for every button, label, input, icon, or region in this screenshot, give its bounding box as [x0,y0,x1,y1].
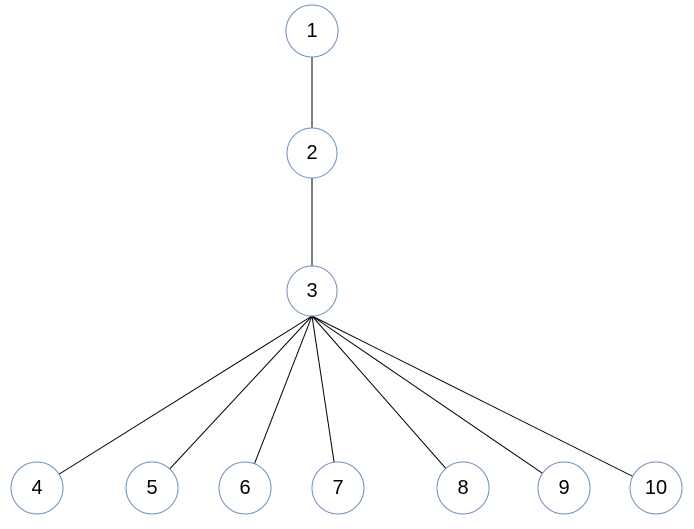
node-1[interactable]: 1 [285,4,339,58]
node-circle-6[interactable] [218,461,272,515]
node-label-9: 9 [558,477,569,499]
edge-3-5 [151,315,313,489]
node-label-3: 3 [306,280,317,302]
node-10[interactable]: 10 [629,461,683,515]
node-label-6: 6 [239,477,250,499]
edge-3-6 [244,315,313,489]
node-label-7: 7 [332,477,343,499]
node-layer: 1 2 3 4 5 6 7 8 9 10 [10,4,683,515]
node-circle-1[interactable] [285,4,339,58]
node-circle-2[interactable] [286,127,338,179]
edge-3-8 [311,315,464,489]
node-label-10: 10 [645,477,667,499]
node-circle-3[interactable] [286,265,338,317]
node-4[interactable]: 4 [10,461,64,515]
edge-3-4 [36,315,313,489]
node-circle-8[interactable] [436,461,490,515]
edge-3-10 [311,315,657,489]
node-circle-4[interactable] [10,461,64,515]
node-circle-5[interactable] [125,461,179,515]
edge-3-7 [311,315,339,489]
node-label-5: 5 [146,477,157,499]
edge-3-9 [311,315,565,489]
node-2[interactable]: 2 [286,127,338,179]
node-label-4: 4 [31,477,42,499]
node-circle-9[interactable] [537,461,591,515]
node-circle-7[interactable] [311,461,365,515]
node-label-1: 1 [306,20,317,42]
node-7[interactable]: 7 [311,461,365,515]
node-circle-10[interactable] [629,461,683,515]
node-label-8: 8 [457,477,468,499]
edge-layer [36,31,657,489]
node-5[interactable]: 5 [125,461,179,515]
node-8[interactable]: 8 [436,461,490,515]
node-6[interactable]: 6 [218,461,272,515]
node-3[interactable]: 3 [286,265,338,317]
node-9[interactable]: 9 [537,461,591,515]
node-label-2: 2 [306,142,317,164]
